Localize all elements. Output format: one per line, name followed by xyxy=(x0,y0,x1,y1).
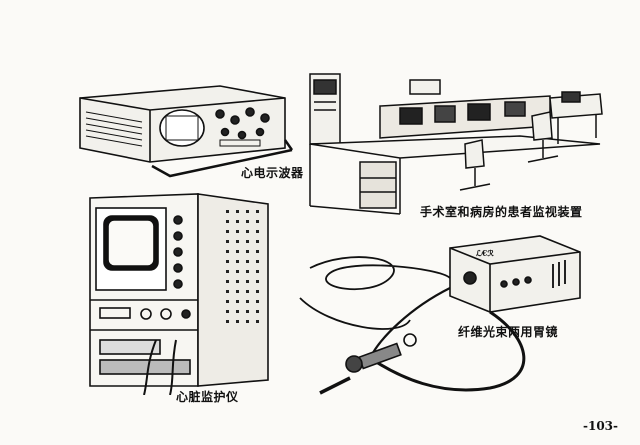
patient-monitoring-console-illustration xyxy=(300,66,610,216)
caption-fiber-gastroscope: 纤维光束两用胃镜 xyxy=(458,325,559,339)
caption-ecg-oscilloscope: 心电示波器 xyxy=(241,166,304,180)
ecg-oscilloscope-illustration xyxy=(70,80,310,180)
caption-cardiac-monitor: 心脏监护仪 xyxy=(176,390,239,404)
caption-patient-monitoring: 手术室和病房的患者监视装置 xyxy=(420,205,583,219)
fiber-gastroscope-illustration xyxy=(290,228,600,398)
cardiac-monitor-illustration xyxy=(86,190,286,395)
light-source-label-text: ℒ€ℛ xyxy=(476,248,494,258)
page-number: -103- xyxy=(582,419,618,433)
light-source-brand-label: ℒ€ℛ xyxy=(476,248,494,258)
